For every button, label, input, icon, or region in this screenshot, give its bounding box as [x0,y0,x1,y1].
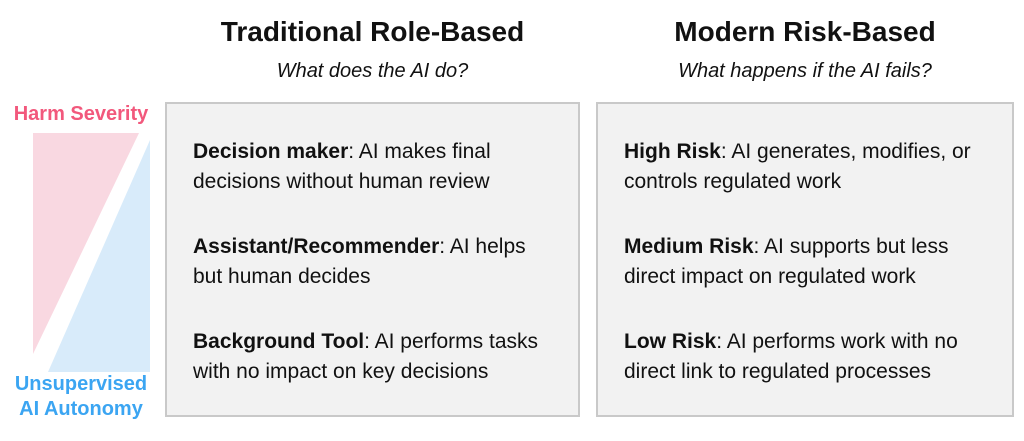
column-title-modern: Modern Risk-Based [674,16,936,47]
item-desc: : AI performs work with no direct link t… [624,330,958,383]
list-item-low-risk: Low Risk: AI performs work with no direc… [624,327,986,387]
item-desc: : AI helps but human decides [193,235,526,288]
item-term: High Risk [624,140,721,163]
item-desc: : AI supports but less direct impact on … [624,235,949,288]
item-term: Low Risk [624,330,717,353]
column-subtitle-traditional: What does the AI do? [276,60,469,82]
item-desc: : AI performs tasks with no impact on ke… [193,330,538,383]
modern-box: High Risk: AI generates, modifies, or co… [596,102,1014,417]
list-item-decision-maker: Decision maker: AI makes final decisions… [193,137,552,197]
list-item-high-risk: High Risk: AI generates, modifies, or co… [624,137,986,197]
list-item-assistant-recommender: Assistant/Recommender: AI helps but huma… [193,232,552,292]
item-term: Assistant/Recommender [193,235,440,258]
traditional-box: Decision maker: AI makes final decisions… [165,102,580,417]
axis-triangles-graphic [33,133,150,372]
column-subtitle-modern: What happens if the AI fails? [678,60,932,82]
autonomy-label-line2: AI Autonomy [19,398,143,420]
list-item-background-tool: Background Tool: AI performs tasks with … [193,327,552,387]
ai-autonomy-triangle [48,140,150,372]
axis-legend: Harm Severity Unsupervised AI Autonomy [0,0,162,441]
autonomy-label-line1: Unsupervised [14,373,148,395]
axis-triangles [33,133,151,372]
item-desc: : AI makes final decisions without human… [193,140,491,193]
list-item-medium-risk: Medium Risk: AI supports but less direct… [624,232,986,292]
harm-severity-triangle [33,133,139,354]
item-term: Background Tool [193,330,365,353]
unsupervised-ai-autonomy-label: Unsupervised AI Autonomy [0,372,162,422]
harm-severity-label: Harm Severity [13,103,149,125]
item-term: Decision maker [193,140,349,163]
item-desc: : AI generates, modifies, or controls re… [624,140,971,193]
item-term: Medium Risk [624,235,754,258]
column-title-traditional: Traditional Role-Based [220,16,525,47]
